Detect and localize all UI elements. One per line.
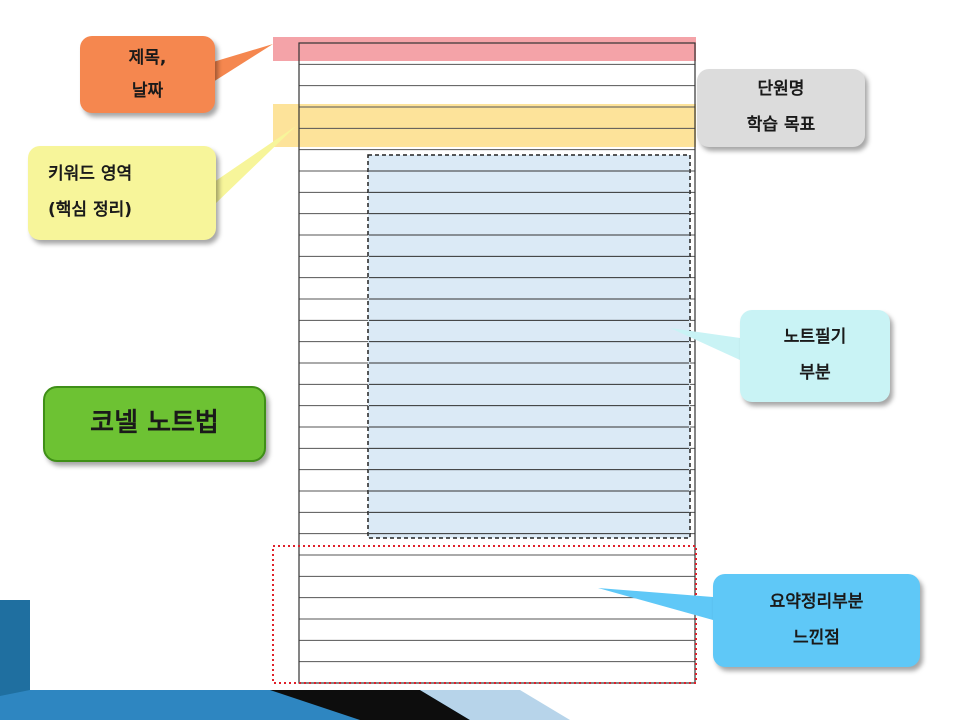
callout-note-area: 노트필기 부분	[740, 310, 890, 402]
callout-title-date-line2: 날짜	[131, 80, 164, 101]
page-outline	[298, 42, 696, 684]
callout-summary-line1: 요약정리부분	[769, 591, 864, 612]
callout-keyword-line1: 키워드 영역	[48, 164, 133, 185]
title-callout-pointer	[213, 44, 273, 82]
summary-callout-pointer	[598, 588, 713, 620]
callout-unit-goal-line2: 학습 목표	[746, 115, 816, 135]
cornell-method-label: 코넬 노트법	[43, 386, 266, 462]
callout-unit-goal-line1: 단원명	[757, 79, 805, 100]
callout-title-date-line1: 제목,	[128, 48, 167, 69]
callout-summary-line2: 느낀점	[793, 627, 840, 648]
callout-unit-goal: 단원명 학습 목표	[697, 69, 865, 147]
callout-note-line1: 노트필기	[783, 327, 847, 348]
callout-note-line2: 부분	[799, 363, 831, 383]
title-band	[273, 37, 696, 61]
note-region-lines	[369, 170, 689, 535]
note-taking-region	[367, 154, 691, 539]
corner-left-bar	[0, 600, 30, 720]
callout-summary-area: 요약정리부분 느낀점	[713, 574, 920, 667]
callout-keyword-line2: (핵심 정리)	[48, 200, 133, 220]
keyword-callout-pointer	[214, 126, 296, 205]
note-callout-pointer	[670, 328, 740, 360]
keyword-band	[273, 104, 696, 147]
callout-title-date: 제목, 날짜	[80, 36, 215, 113]
corner-dark-stripe	[270, 690, 470, 720]
cornell-method-text: 코넬 노트법	[90, 408, 219, 439]
callout-keyword-area: 키워드 영역 (핵심 정리)	[28, 146, 216, 240]
corner-light-stripe	[420, 690, 570, 720]
